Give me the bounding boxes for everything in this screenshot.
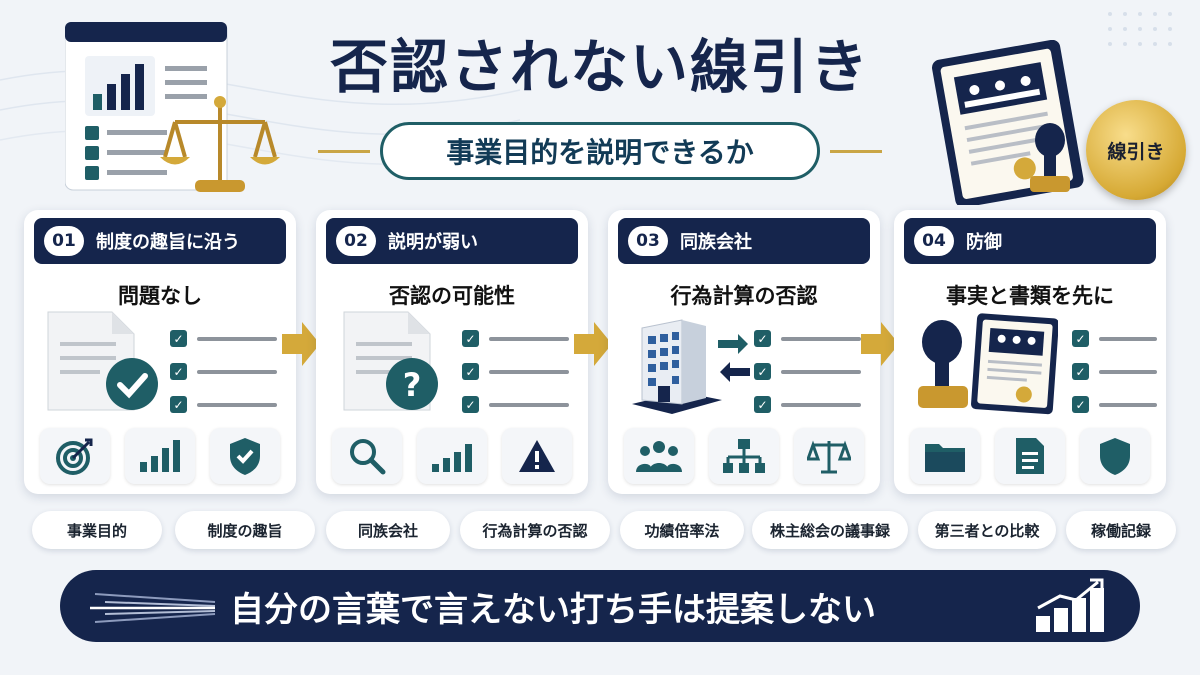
step-card-2: 02 説明が弱い 否認の可能性 ? ✓ ✓ ✓ [316,210,588,494]
arrow-right-icon [861,322,899,366]
checklist: ✓ ✓ ✓ [754,322,874,421]
checklist: ✓ ✓ ✓ [1072,322,1162,421]
document-question-icon: ? [343,311,438,411]
keyword-tag: 同族会社 [326,511,450,549]
subtitle: 事業目的を説明できるか [380,122,820,180]
warning-icon [502,428,572,484]
checkbox-icon: ✓ [170,330,187,347]
people-icon [624,428,694,484]
step-card-1: 01 制度の趣旨に沿う 問題なし ✓ ✓ ✓ [24,210,296,494]
arrow-right-icon [282,322,320,366]
step-header: 02 説明が弱い [326,218,578,264]
speed-lines-icon [90,593,216,623]
document-check-icon [47,311,158,411]
step-title: 同族会社 [680,232,752,253]
minutes-stamp-illustration [931,40,1084,205]
building-exchange-icon [632,319,750,414]
checkbox-icon: ✓ [1072,330,1089,347]
checkbox-icon: ✓ [754,363,771,380]
keyword-tag: 功績倍率法 [620,511,744,549]
checkbox-icon: ✓ [170,396,187,413]
subtitle-left-rule [318,150,370,153]
report-scale-illustration [65,22,280,192]
keyword-tag: 制度の趣旨 [175,511,315,549]
bottom-banner: 自分の言葉で言えない打ち手は提案しない [60,570,1140,642]
gold-seal-badge: 線引き [1086,100,1186,200]
keyword-tag: 株主総会の議事録 [752,511,908,549]
checkbox-icon: ✓ [462,330,479,347]
keyword-tag: 行為計算の否認 [460,511,610,549]
growth-chart-icon [1036,578,1104,632]
folder-icon [910,428,980,484]
step-header: 03 同族会社 [618,218,870,264]
keyword-tag: 事業目的 [32,511,162,549]
step-title: 説明が弱い [388,232,478,253]
checkbox-icon: ✓ [1072,363,1089,380]
checklist: ✓ ✓ ✓ [170,322,290,421]
checkbox-icon: ✓ [1072,396,1089,413]
step-title: 制度の趣旨に沿う [96,232,240,253]
document-icon [995,428,1065,484]
subtitle-right-rule [830,150,882,153]
step-number: 02 [336,226,376,256]
org-chart-icon [709,428,779,484]
bar-chart-icon [417,428,487,484]
step-header: 04 防御 [904,218,1156,264]
step-card-4: 04 防御 事実と書類を先に ✓ ✓ ✓ [894,210,1166,494]
checklist: ✓ ✓ ✓ [462,322,582,421]
checkbox-icon: ✓ [462,363,479,380]
keyword-tag: 稼働記録 [1066,511,1176,549]
shield-icon [1080,428,1150,484]
checkbox-icon: ✓ [462,396,479,413]
step-subtitle: 否認の可能性 [389,284,515,308]
svg-text:?: ? [403,366,422,404]
step-number: 04 [914,226,954,256]
step-header: 01 制度の趣旨に沿う [34,218,286,264]
step-title: 防御 [966,232,1002,253]
magnifier-icon [332,428,402,484]
step-number: 01 [44,226,84,256]
step-subtitle: 事実と書類を先に [946,284,1114,308]
banner-text: 自分の言葉で言えない打ち手は提案しない [230,589,876,630]
checkbox-icon: ✓ [754,330,771,347]
bar-chart-icon [125,428,195,484]
arrow-right-icon [574,322,612,366]
keyword-tag: 第三者との比較 [918,511,1056,549]
shield-check-icon [210,428,280,484]
step-card-3: 03 同族会社 行為計算の否認 ✓ ✓ ✓ [608,210,880,494]
main-title: 否認されない線引き [329,33,870,101]
checkbox-icon: ✓ [754,396,771,413]
checkbox-icon: ✓ [170,363,187,380]
step-number: 03 [628,226,668,256]
scale-icon [794,428,864,484]
target-icon [40,428,110,484]
step-subtitle: 行為計算の否認 [670,284,818,308]
step-subtitle: 問題なし [118,284,202,308]
stamp-document-icon [918,313,1058,415]
